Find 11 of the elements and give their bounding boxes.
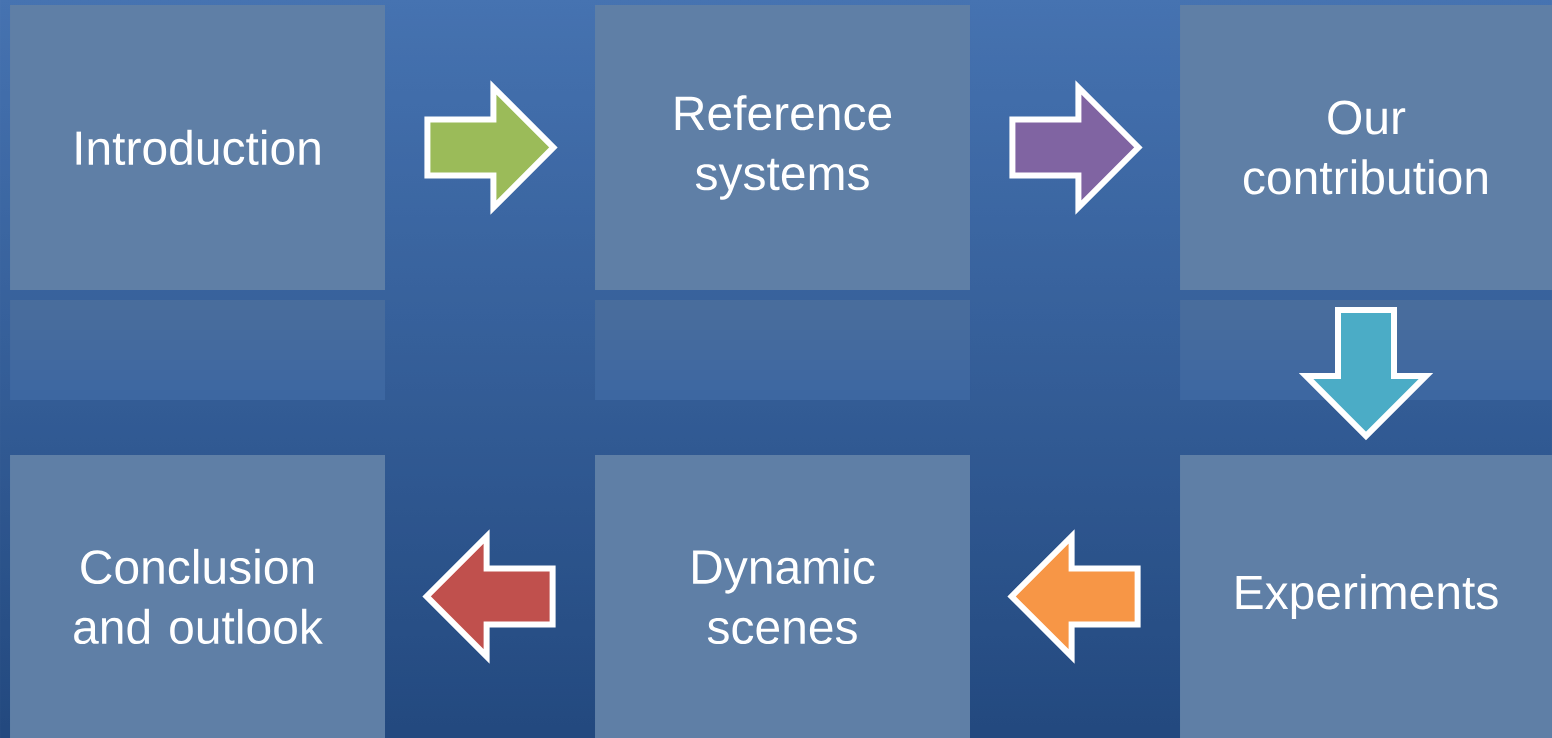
block-arrow (424, 80, 558, 215)
section-box: Experiments (1180, 455, 1552, 738)
block-arrow (1007, 529, 1141, 664)
block-arrow (1009, 80, 1143, 215)
section-box: Our contribution (1180, 5, 1552, 290)
section-box: Introduction (10, 5, 385, 290)
block-arrow (422, 529, 556, 664)
section-box: Reference systems (595, 5, 970, 290)
section-box: Dynamic scenes (595, 455, 970, 738)
block-arrow (1298, 306, 1434, 441)
section-box: Conclusion and outlook (10, 455, 385, 738)
